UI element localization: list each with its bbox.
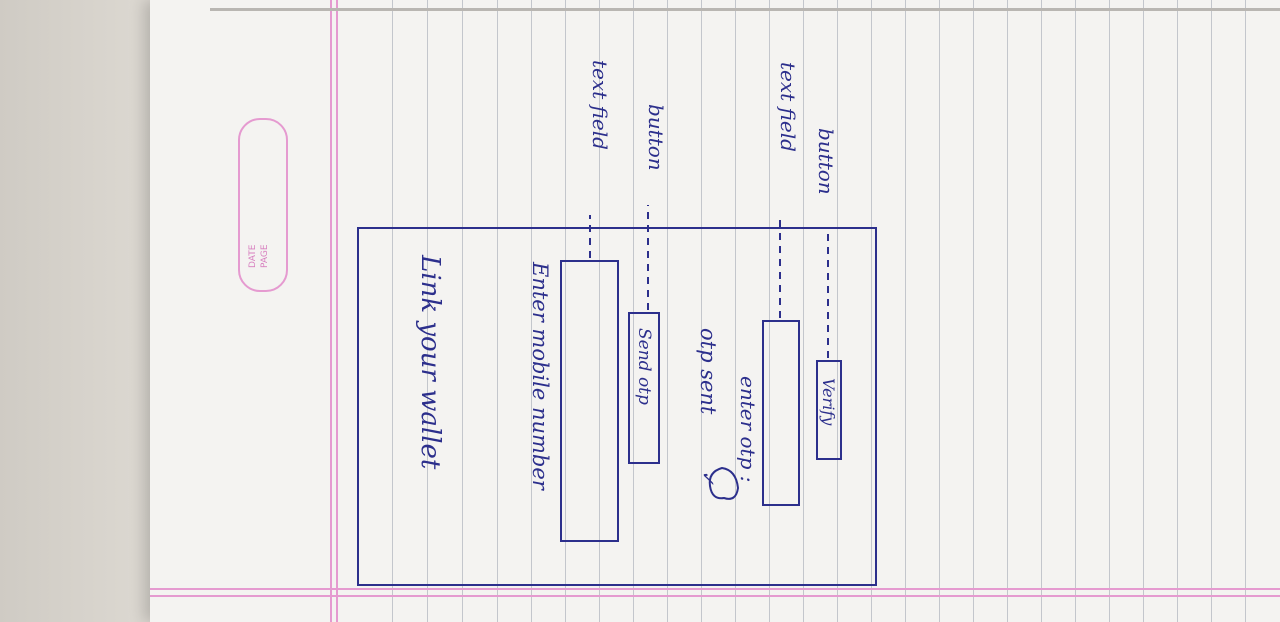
margin-line-left-2 [336, 0, 338, 622]
date-page-stamp: DATE PAGE [238, 118, 288, 292]
verify-button-annotation: button [814, 128, 838, 195]
verify-button[interactable]: Verify [816, 360, 842, 460]
margin-line-bottom-2 [150, 595, 1280, 597]
wireframe-frame [357, 227, 877, 586]
mobile-field-annotation: text field [588, 60, 612, 150]
otp-field-annotation: text field [776, 62, 800, 152]
mobile-number-field[interactable] [560, 260, 619, 542]
margin-line-left [330, 0, 332, 622]
send-button-annotation: button [644, 104, 668, 171]
margin-line-bottom [150, 588, 1280, 590]
send-otp-button[interactable]: Send otp [628, 312, 660, 464]
margin-line-top [210, 8, 1280, 11]
otp-field[interactable] [762, 320, 800, 506]
notebook-page [150, 0, 1280, 622]
